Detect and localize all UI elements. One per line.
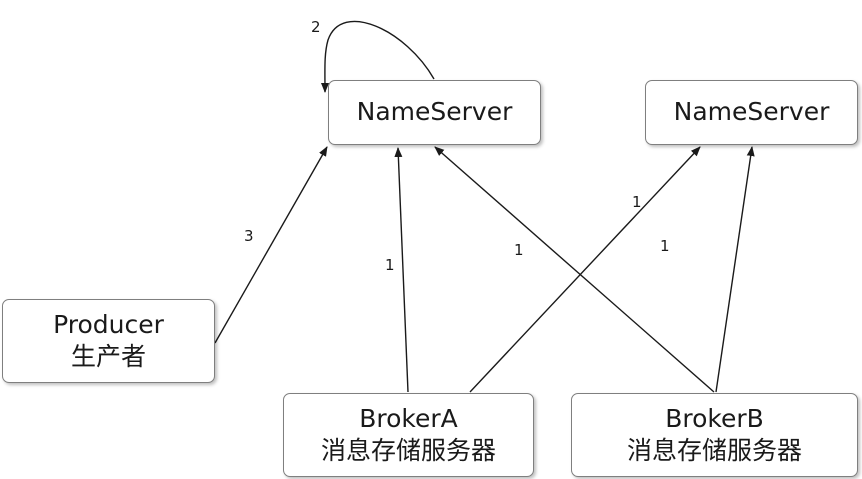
edge-label-brokerb-nameserver-1: 1: [514, 241, 524, 259]
edge-self-loop-nameserver: [320, 20, 435, 93]
edge-label-producer-nameserver: 3: [244, 227, 254, 245]
producer-node: Producer 生产者: [2, 299, 215, 383]
edge-brokerb-to-nameserver-2: [715, 146, 755, 393]
edge-brokera-to-nameserver-1: [394, 147, 409, 393]
broker-a-node: BrokerA 消息存储服务器: [283, 393, 534, 477]
nameserver-node-2: NameServer: [645, 80, 858, 145]
producer-label: Producer: [53, 309, 164, 339]
edge-brokera-to-nameserver-2: [469, 146, 701, 393]
edge-producer-to-nameserver-1: [214, 146, 328, 344]
nameserver-1-label: NameServer: [356, 97, 513, 127]
nameserver-2-label: NameServer: [673, 97, 830, 127]
broker-a-label: BrokerA: [359, 403, 458, 433]
nameserver-node-1: NameServer: [328, 80, 541, 145]
edge-label-brokera-nameserver-1: 1: [385, 256, 395, 274]
broker-a-sublabel: 消息存储服务器: [320, 436, 496, 465]
edge-label-brokera-nameserver-2: 1: [632, 193, 642, 211]
broker-b-node: BrokerB 消息存储服务器: [571, 393, 858, 477]
broker-b-sublabel: 消息存储服务器: [626, 436, 802, 465]
broker-b-label: BrokerB: [665, 403, 764, 433]
edge-label-self-loop: 2: [311, 18, 321, 36]
edge-label-brokerb-nameserver-2: 1: [660, 237, 670, 255]
edge-brokerb-to-nameserver-1: [434, 146, 715, 393]
producer-sublabel: 生产者: [70, 342, 146, 371]
